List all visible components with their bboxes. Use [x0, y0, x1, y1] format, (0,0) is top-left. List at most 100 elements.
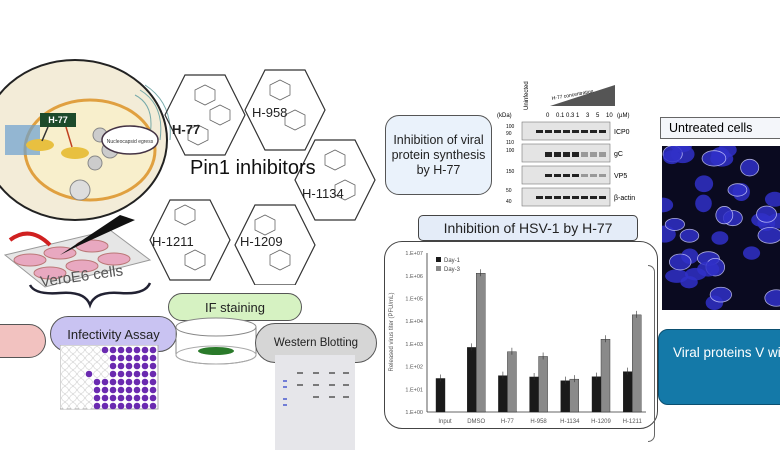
legend-swatch [436, 266, 441, 271]
plate-well [69, 370, 77, 378]
blot-row-label: β-actin [614, 195, 635, 202]
plate-well [77, 386, 85, 394]
plate-well [77, 370, 85, 378]
nucleus [663, 150, 681, 165]
plate-well [93, 346, 101, 354]
bar-day3 [569, 378, 580, 413]
nucleus [764, 289, 780, 307]
plate-well [101, 354, 109, 362]
plate-well [77, 394, 85, 402]
left-assay-pill [0, 324, 46, 358]
kda-label: (kDa) [497, 113, 512, 119]
plate-well [101, 346, 109, 354]
plate-well [117, 362, 125, 370]
plate-well [93, 402, 101, 410]
blot-band [563, 152, 570, 157]
red-arrow-icon [8, 231, 52, 247]
compound-h958: H-958 [252, 105, 288, 120]
y-tick-label: 1.E+02 [405, 365, 423, 371]
plate-well [101, 394, 109, 402]
blot-band [581, 152, 588, 157]
legend-swatch [436, 257, 441, 262]
plate-well [141, 362, 149, 370]
bar-day3 [475, 273, 486, 413]
nucleus [669, 253, 692, 271]
legend-label: Day-3 [444, 267, 461, 273]
y-tick-label: 1.E+07 [405, 251, 423, 257]
nucleus [715, 206, 734, 225]
plate-well [93, 386, 101, 394]
hexagon-h77 [164, 74, 246, 156]
plate-well [77, 402, 85, 410]
plate-well [133, 370, 141, 378]
nucleus [694, 175, 714, 193]
plate-well [69, 402, 77, 410]
nucleus [757, 227, 780, 244]
plate-well [149, 362, 157, 370]
western-gel [275, 355, 355, 450]
plate-well [149, 394, 157, 402]
if-staining-pill: IF staining [168, 293, 302, 321]
nucleus [756, 205, 777, 223]
x-tick-label: DMSO [467, 419, 485, 425]
blot-band [536, 196, 543, 199]
plate-well [141, 386, 149, 394]
plate-well [61, 370, 69, 378]
plate-well [85, 362, 93, 370]
blot-band [590, 174, 597, 177]
plate-well [109, 378, 117, 386]
plate-well [85, 394, 93, 402]
bar-day1 [560, 380, 571, 413]
plate-well [133, 402, 141, 410]
molecule-hexagons [149, 69, 376, 285]
h77-cell-label: H-77 [48, 115, 68, 125]
if-panel-title: Untreated cells [660, 117, 780, 139]
plate-well [125, 386, 133, 394]
nucleus [711, 231, 729, 245]
plate-well [77, 354, 85, 362]
plate-well [109, 346, 117, 354]
plate-well [125, 370, 133, 378]
blot-band [545, 174, 552, 177]
plate-well [149, 378, 157, 386]
bracket-frame [648, 265, 655, 442]
plate-well [101, 370, 109, 378]
nucleus [670, 146, 692, 153]
plate-well [109, 402, 117, 410]
plate-well [85, 370, 93, 378]
plate-well [125, 346, 133, 354]
pin1-title: Pin1 inhibitors [190, 157, 316, 179]
plate-well [133, 378, 141, 386]
concentration-label: 3 [586, 113, 590, 119]
nucleus [709, 286, 732, 303]
plate-well [141, 378, 149, 386]
mw-label: 150 [506, 169, 515, 175]
nucleus [664, 217, 685, 231]
plate-well [117, 386, 125, 394]
blot-band [590, 130, 597, 133]
plate-well [101, 378, 109, 386]
bar-day1 [466, 347, 477, 413]
blot-band [581, 130, 588, 133]
plate-well [149, 402, 157, 410]
bar-day1 [591, 376, 602, 413]
plate-well [117, 370, 125, 378]
mw-label: 40 [506, 199, 512, 205]
blot-row-label: gC [614, 151, 623, 158]
blot-band [572, 152, 579, 157]
concentration-label: 0.3 [566, 113, 575, 119]
hsv-bar-chart: 1.E+001.E+011.E+021.E+031.E+041.E+051.E+… [389, 251, 646, 425]
western-blot-panel: (kDa) (µM) Uninfected H-77 concentration… [497, 81, 635, 207]
cell-illustration: Nucleocapsid egress H-77 [0, 59, 171, 221]
concentration-label: 5 [596, 113, 600, 119]
concentration-label: 0.1 [556, 113, 565, 119]
plate-well [85, 386, 93, 394]
bar-day1 [435, 378, 446, 413]
bar-day3 [631, 314, 642, 413]
plate-well [93, 378, 101, 386]
plate-well [117, 402, 125, 410]
blot-band [554, 152, 561, 157]
hsv-title: Inhibition of HSV-1 by H-77 [418, 215, 638, 241]
y-tick-label: 1.E+04 [405, 319, 423, 325]
